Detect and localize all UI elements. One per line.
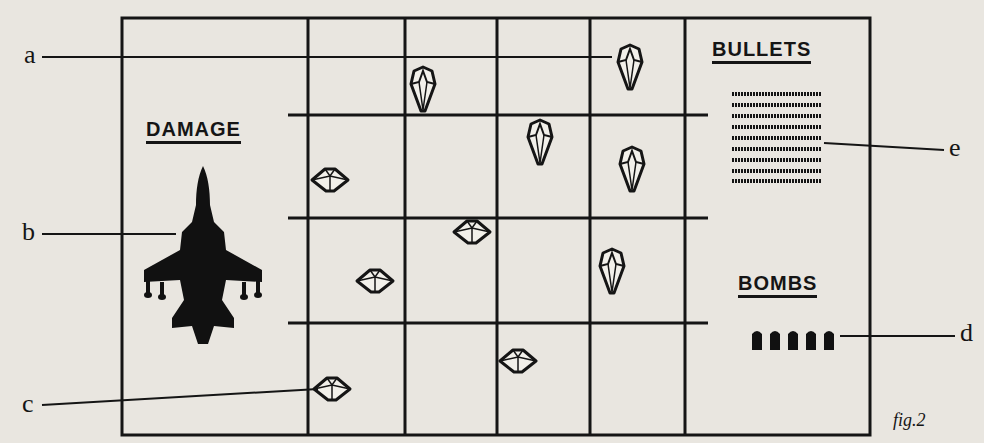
bomb-counter (752, 331, 834, 350)
callout-letter: b (22, 218, 35, 247)
panel-heading: BULLETS (712, 38, 811, 64)
figure-number: fig.2 (893, 411, 926, 431)
bullet-counter (732, 94, 822, 181)
jet-silhouette (144, 166, 262, 344)
callout-letter: d (960, 319, 973, 348)
leader-lines (42, 57, 955, 405)
panel-heading: DAMAGE (146, 118, 241, 144)
callout-letter: e (949, 134, 961, 163)
callout-letter: c (22, 390, 34, 419)
callout-letter: a (24, 41, 36, 70)
screen-frame (122, 18, 870, 435)
enemy-ships (312, 45, 644, 400)
panel-heading: BOMBS (738, 272, 817, 298)
